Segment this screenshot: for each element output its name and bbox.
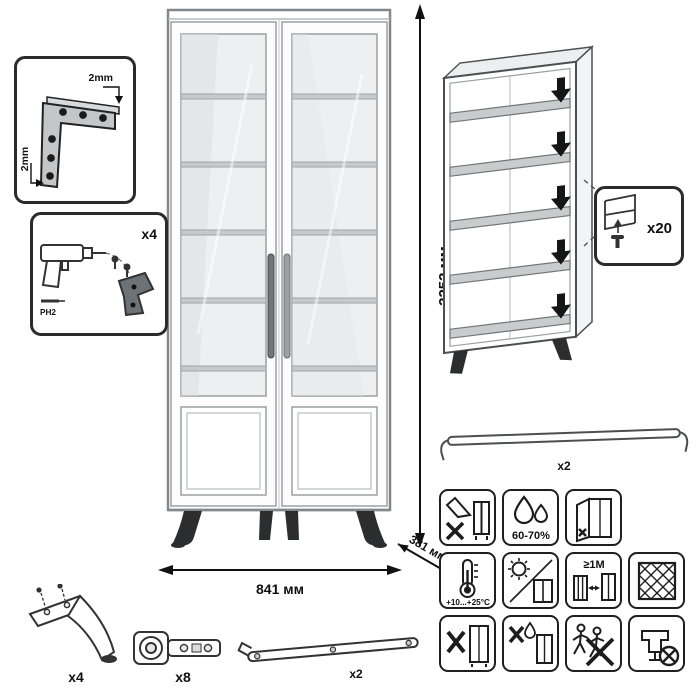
callout-leader-bottom	[583, 225, 607, 247]
care-cell-heat-clearance: ≥1M	[565, 552, 622, 609]
corner-bracket-drawing: 2mm 2mm	[19, 72, 123, 189]
care-cell-no-climbing	[565, 615, 622, 672]
care-cell-humidity: 60-70%	[502, 489, 559, 546]
drill-icon	[40, 244, 106, 289]
interior-shelves	[180, 93, 378, 372]
no-climbing-icon	[571, 623, 614, 666]
open-carcass	[441, 45, 595, 374]
carcass-legs	[450, 338, 572, 374]
bit-label: PH2	[40, 308, 56, 317]
leg-part-drawing: x4	[28, 584, 117, 685]
hinge-part-drawing: x8	[133, 631, 221, 685]
no-sharp-objects-icon	[445, 496, 490, 540]
callout-leader-top	[583, 179, 607, 199]
no-tip-icon	[445, 624, 489, 667]
drill-qty-label: x4	[141, 226, 157, 242]
strap-icon	[237, 637, 419, 663]
ventilation-grid-icon	[637, 561, 676, 600]
heat-clearance-icon: ≥1M	[572, 559, 616, 601]
lattice	[638, 562, 675, 599]
panel-corner	[604, 193, 636, 231]
care-cell-no-sharp-objects	[439, 489, 496, 546]
care-cell-temperature: +10...+25°C	[439, 552, 496, 609]
gap-dimension-top: 2mm	[88, 72, 123, 104]
handle-rail-drawing: x2	[440, 428, 689, 473]
shelf-pin-callout-box: x20	[594, 186, 684, 266]
strap-qty-label: x2	[349, 667, 363, 681]
humidity-icon: 60-70%	[512, 494, 550, 542]
temperature-range-icon: +10...+25°C	[446, 558, 490, 606]
insert-arrows	[551, 77, 571, 319]
width-label: 841 мм	[256, 581, 304, 597]
corner-bracket-detail-box: 2mm 2mm	[14, 56, 136, 204]
gap-side-label: 2mm	[19, 147, 31, 172]
temperature-label: +10...+25°C	[446, 598, 490, 606]
arrowhead-right	[387, 565, 402, 575]
pin-qty-label: x20	[647, 220, 672, 237]
care-cell-ventilation-grid	[628, 552, 685, 609]
no-wet-cleaning-icon	[508, 620, 553, 664]
care-cell-no-sunlight	[502, 552, 559, 609]
humidity-label: 60-70%	[512, 530, 550, 542]
arrowhead-upleft	[398, 544, 409, 553]
arrowhead-left	[158, 565, 173, 575]
leg-bracket	[117, 271, 155, 317]
no-sunlight-icon	[507, 557, 553, 603]
shelf-pin-icon	[611, 235, 624, 248]
cabinet-front-view	[166, 8, 392, 548]
shelf-pin-drawing: x20	[604, 193, 672, 248]
drill-drawing: x4 PH2	[40, 226, 157, 317]
shelf-assembly-view	[441, 45, 607, 374]
cabinet-legs	[171, 511, 387, 548]
clearance-label: ≥1M	[583, 559, 604, 571]
hinge-icon	[133, 631, 221, 665]
corner-bracket	[39, 96, 120, 189]
arrowhead-up	[415, 4, 425, 19]
screws	[111, 255, 131, 277]
pin-arrowhead	[614, 219, 622, 226]
door-handles	[267, 253, 291, 359]
arrowhead-down	[415, 533, 425, 548]
door-care-icon	[575, 496, 612, 542]
shelves	[449, 97, 571, 339]
drill-detail-box: x4 PH2	[30, 212, 168, 336]
strap-part-drawing: x2	[237, 637, 419, 681]
care-cell-no-clamping	[628, 615, 685, 672]
leg-qty-label: x4	[68, 669, 84, 685]
rail-qty-label: x2	[557, 459, 571, 473]
care-cell-no-wet-cleaning	[502, 615, 559, 672]
leg-part	[28, 584, 117, 663]
cabinet-body	[166, 8, 392, 512]
width-dimension: 841 мм	[158, 565, 402, 597]
hinge-qty-label: x8	[175, 669, 191, 685]
sun-rays	[507, 557, 530, 580]
no-clamping-icon	[640, 629, 679, 666]
gap-top-label: 2mm	[88, 72, 113, 84]
gap-dimension-side: 2mm	[19, 147, 44, 187]
lower-door-panels	[180, 406, 378, 496]
care-cell-no-tip	[439, 615, 496, 672]
handle-rail	[440, 428, 689, 461]
care-cell-door-warning	[565, 489, 622, 546]
screw-bit-icon: PH2	[40, 299, 65, 317]
